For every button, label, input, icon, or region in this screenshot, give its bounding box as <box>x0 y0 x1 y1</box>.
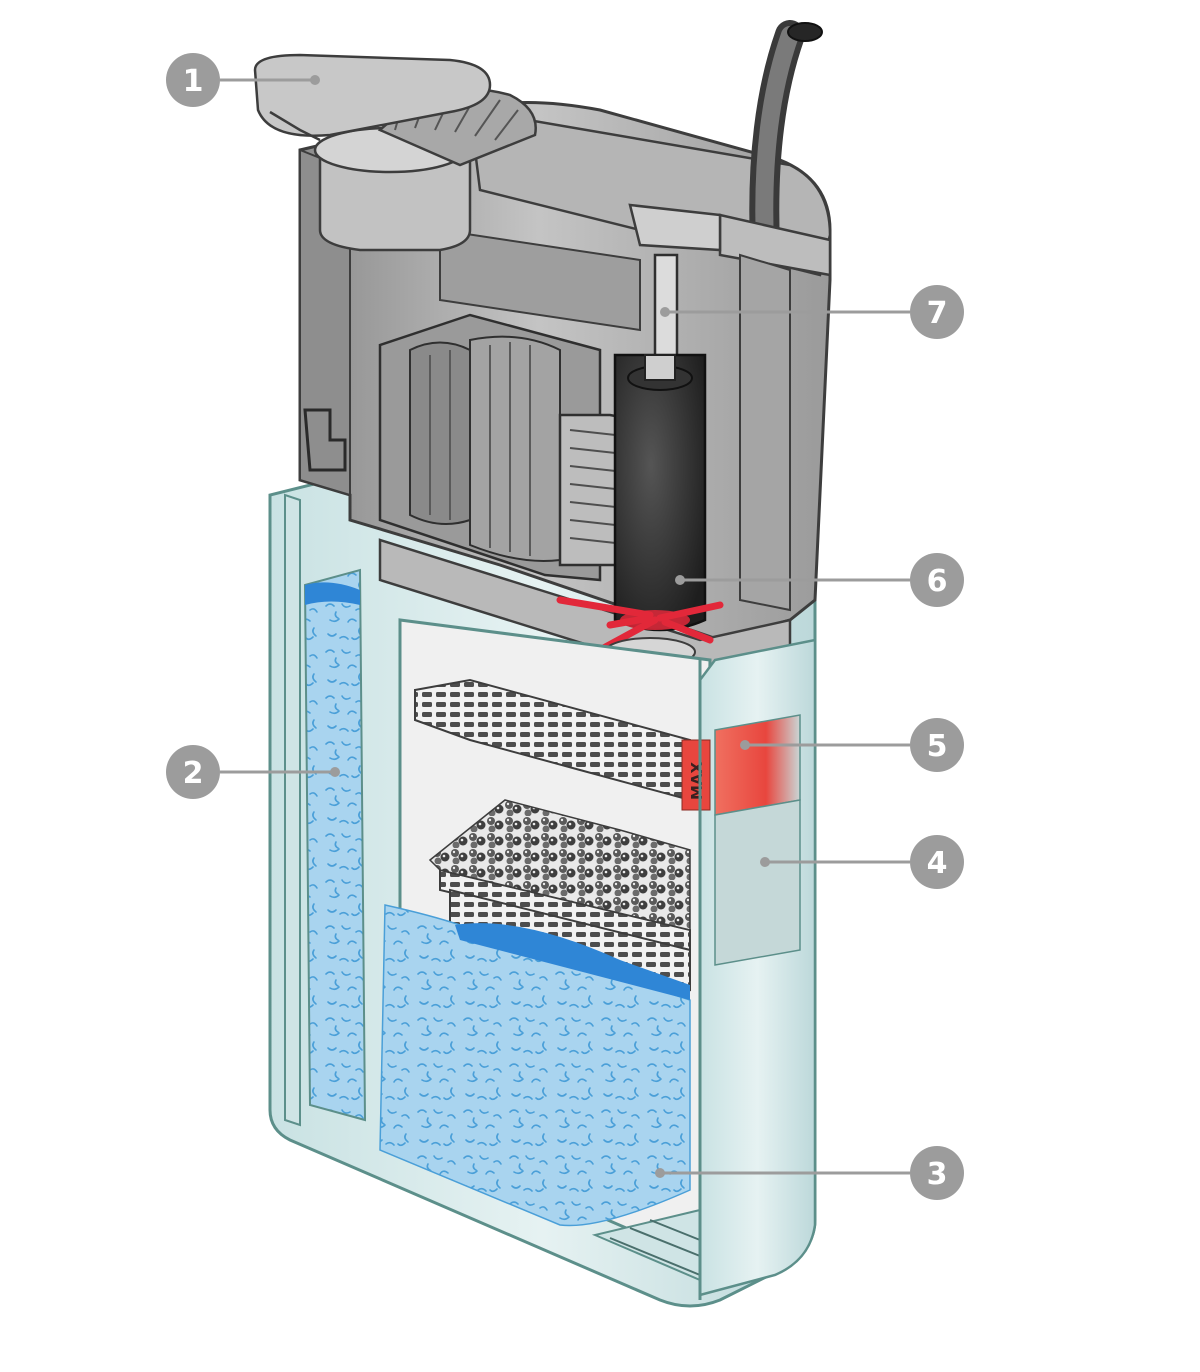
main-sponge <box>379 904 762 1282</box>
callout-3-label: 3 <box>927 1157 948 1192</box>
callout-5-label: 5 <box>927 729 948 764</box>
callout-7-label: 7 <box>927 296 948 331</box>
callout-4: 4 <box>910 835 964 889</box>
rotor-assembly <box>613 353 707 632</box>
leader-dots <box>310 75 770 1178</box>
left-sponge <box>284 493 367 1127</box>
max-marking: MAX <box>688 761 706 800</box>
callout-4-label: 4 <box>927 846 948 881</box>
callout-6: 6 <box>910 553 964 607</box>
callout-3: 3 <box>910 1146 964 1200</box>
leader-lines <box>220 78 910 1175</box>
callout-6-label: 6 <box>927 564 948 599</box>
right-chamber: MAX <box>681 638 817 1300</box>
callout-1-label: 1 <box>183 64 204 99</box>
callout-7: 7 <box>910 285 964 339</box>
callout-5: 5 <box>910 718 964 772</box>
callout-2: 2 <box>166 745 220 799</box>
callout-1: 1 <box>166 53 220 107</box>
callout-2-label: 2 <box>183 756 204 791</box>
motor-shaft <box>628 203 722 387</box>
